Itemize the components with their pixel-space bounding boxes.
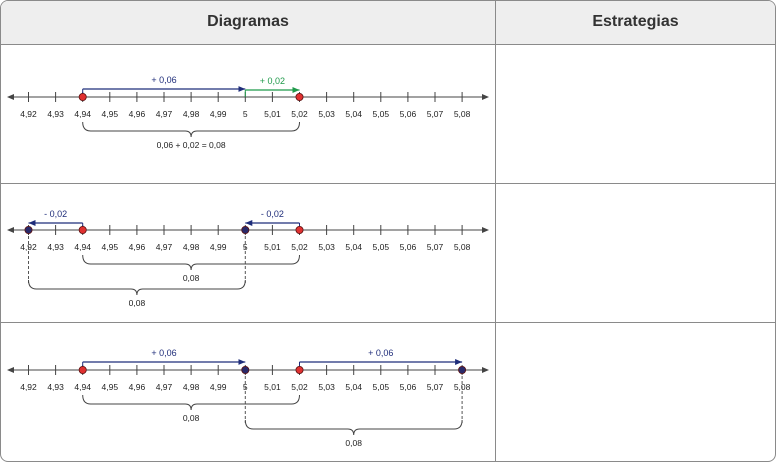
tick-label: 4,99	[210, 382, 227, 392]
jump-label: + 0,06	[151, 348, 176, 358]
tick-label: 4,98	[183, 382, 200, 392]
number-point	[78, 93, 87, 102]
tick-label: 5,02	[291, 242, 308, 252]
tick-label: 5,02	[291, 382, 308, 392]
number-point	[24, 225, 33, 234]
table-header: Diagramas Estrategias	[1, 1, 775, 45]
tick-label: 5,05	[373, 242, 390, 252]
tick-label: 5,08	[454, 242, 471, 252]
number-point	[241, 225, 250, 234]
tick-label: 4,92	[20, 382, 37, 392]
tick-label: 5,08	[454, 109, 471, 119]
jump-label: + 0,06	[151, 75, 176, 85]
tick-label: 5,06	[400, 382, 417, 392]
brace-label: 0,08	[183, 273, 200, 283]
diagrams-area: 4,92 4,93 4,94 4,95 4,96 4,97 4,98 4,99 5 5,01 5,0…	[7, 75, 489, 448]
tick-label: 5,01	[264, 382, 281, 392]
brace	[82, 394, 300, 411]
number-point	[458, 365, 467, 374]
jump-label: - 0,02	[44, 209, 67, 219]
number-point	[295, 225, 304, 234]
brace-label: 0,06 + 0,02 = 0,08	[157, 140, 226, 150]
brace-label: 0,08	[345, 438, 362, 448]
jump-label: - 0,02	[261, 209, 284, 219]
brace-label: 0,08	[129, 298, 146, 308]
tick-label: 4,99	[210, 109, 227, 119]
tick-label: 4,95	[102, 382, 119, 392]
tick-label: 4,99	[210, 242, 227, 252]
number-point	[78, 225, 87, 234]
tick-label: 4,97	[156, 242, 173, 252]
number-line-left-arrowhead	[7, 227, 14, 233]
tick-label: 5,07	[427, 382, 444, 392]
tick-label: 5,06	[400, 109, 417, 119]
tick-label: 4,98	[183, 109, 200, 119]
tick-label: 4,95	[102, 242, 119, 252]
tick-label: 5,05	[373, 382, 390, 392]
column-divider	[495, 1, 496, 461]
number-line-right-arrowhead	[482, 94, 489, 100]
tick-label: 5,02	[291, 109, 308, 119]
number-line-left-arrowhead	[7, 94, 14, 100]
tick-label: 4,95	[102, 109, 119, 119]
brace	[82, 121, 300, 138]
row-divider	[1, 322, 775, 323]
strategy-cell-3[interactable]	[496, 323, 775, 461]
jump-label: + 0,02	[260, 76, 285, 86]
tick-label: 5,06	[400, 242, 417, 252]
tick-label: 4,98	[183, 242, 200, 252]
diagrams-column-title: Diagramas	[207, 13, 289, 30]
number-point	[295, 93, 304, 102]
tick-label: 4,94	[74, 109, 91, 119]
brace	[244, 419, 463, 436]
number-point	[78, 365, 87, 374]
strategy-cell-1[interactable]	[496, 45, 775, 183]
number-point	[241, 365, 250, 374]
tick-label: 4,93	[47, 242, 64, 252]
tick-label: 4,93	[47, 382, 64, 392]
tick-label: 5,01	[264, 109, 281, 119]
tick-label: 4,93	[47, 109, 64, 119]
tick-label: 4,92	[20, 109, 37, 119]
tick-label: 5,01	[264, 242, 281, 252]
jump-label: + 0,06	[368, 348, 393, 358]
tick-label: 5	[243, 109, 248, 119]
tick-label: 4,97	[156, 109, 173, 119]
tick-label: 5,03	[318, 382, 335, 392]
tick-label: 5,04	[345, 242, 362, 252]
tick-label: 4,97	[156, 382, 173, 392]
tick-label: 4,94	[74, 382, 91, 392]
number-line-right-arrowhead	[482, 227, 489, 233]
brace-label: 0,08	[183, 413, 200, 423]
tick-label: 5,07	[427, 242, 444, 252]
brace	[28, 279, 246, 296]
tick-label: 4,96	[129, 109, 146, 119]
tick-label: 5,07	[427, 109, 444, 119]
number-line-right-arrowhead	[482, 367, 489, 373]
tick-label: 5,04	[345, 382, 362, 392]
tick-label: 5,03	[318, 109, 335, 119]
brace	[82, 254, 300, 271]
tick-label: 5,05	[373, 109, 390, 119]
strategies-column-title: Estrategias	[592, 13, 679, 30]
tick-label: 5,04	[345, 109, 362, 119]
tick-label: 5,03	[318, 242, 335, 252]
tick-label: 4,96	[129, 242, 146, 252]
number-line-left-arrowhead	[7, 367, 14, 373]
row-divider	[1, 183, 775, 184]
tick-label: 4,94	[74, 242, 91, 252]
number-point	[295, 365, 304, 374]
tick-label: 4,96	[129, 382, 146, 392]
strategy-cell-2[interactable]	[496, 184, 775, 322]
